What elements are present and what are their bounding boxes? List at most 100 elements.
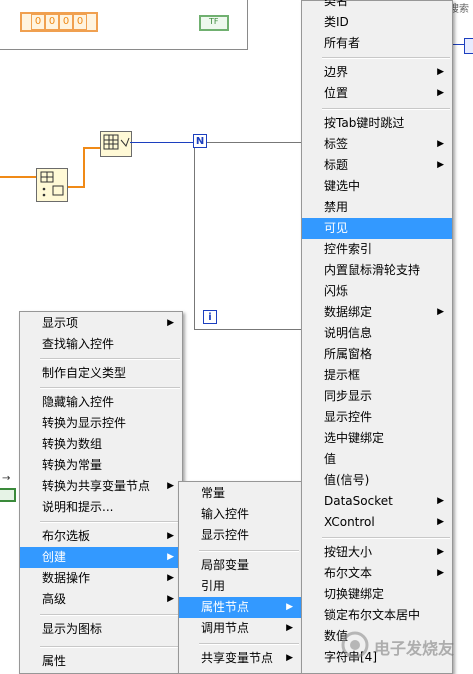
menu-item-创建[interactable]: 创建▶ (20, 547, 182, 568)
menu-separator (322, 57, 450, 59)
menu-item-label: 标签 (324, 137, 349, 151)
menu-item-同步显示[interactable]: 同步显示 (302, 386, 452, 407)
menu-item-label: 引用 (201, 579, 226, 593)
submenu-arrow-icon: ▶ (286, 653, 293, 663)
menu-item-label: XControl (324, 515, 375, 529)
wire-orange-v (83, 147, 85, 188)
menu-item-按钮大小[interactable]: 按钮大小▶ (302, 542, 452, 563)
menu-item-查找输入控件[interactable]: 查找输入控件 (20, 334, 182, 355)
menu-item-隐藏输入控件[interactable]: 隐藏输入控件 (20, 392, 182, 413)
menu-item-布尔文本[interactable]: 布尔文本▶ (302, 563, 452, 584)
menu-item-label: 提示框 (324, 368, 361, 382)
menu-item-所属窗格[interactable]: 所属窗格 (302, 344, 452, 365)
wire-right (451, 44, 467, 45)
loop-count-terminal: N (193, 134, 207, 148)
menu-item-类id[interactable]: 类ID (302, 12, 452, 33)
menu-item-转换为显示控件[interactable]: 转换为显示控件 (20, 413, 182, 434)
menu-item-转换为常量[interactable]: 转换为常量 (20, 455, 182, 476)
menu-item-按tab键时跳过[interactable]: 按Tab键时跳过 (302, 113, 452, 134)
digit-2: 0 (59, 14, 73, 30)
menu-item-label: 显示项 (42, 316, 79, 330)
menu-item-键选中[interactable]: 键选中 (302, 176, 452, 197)
menu-item-label: 标题 (324, 158, 349, 172)
menu-item-控件索引[interactable]: 控件索引 (302, 239, 452, 260)
menu-item-label: 显示控件 (324, 410, 373, 424)
menu-item-所有者[interactable]: 所有者 (302, 33, 452, 54)
menu-item-label: DataSocket (324, 494, 393, 508)
menu-item-label: 局部变量 (201, 558, 250, 572)
boolean-terminal-partial (0, 488, 16, 502)
menu-item-label: 位置 (324, 86, 349, 100)
tf-label: TF (209, 17, 219, 26)
menu-item-属性节点[interactable]: 属性节点▶ (179, 597, 301, 618)
menu-item-label: 转换为数组 (42, 437, 103, 451)
menu-separator (40, 358, 180, 360)
menu-item-边界[interactable]: 边界▶ (302, 62, 452, 83)
menu-item-转换为数组[interactable]: 转换为数组 (20, 434, 182, 455)
menu-item-提示框[interactable]: 提示框 (302, 365, 452, 386)
menu-item-内置鼠标滑轮支持[interactable]: 内置鼠标滑轮支持 (302, 260, 452, 281)
menu-item-显示控件[interactable]: 显示控件 (302, 407, 452, 428)
menu-item-引用[interactable]: 引用 (179, 576, 301, 597)
menu-item-label: 说明信息 (324, 326, 373, 340)
wire-orange-h1 (0, 176, 36, 178)
submenu-arrow-icon: ▶ (437, 160, 444, 170)
menu-item-显示控件[interactable]: 显示控件 (179, 525, 301, 546)
menu-item-说明信息[interactable]: 说明信息 (302, 323, 452, 344)
wire-orange-h3 (83, 147, 101, 149)
menu-item-转换为共享变量节点[interactable]: 转换为共享变量节点▶ (20, 476, 182, 497)
menu-item-布尔选板[interactable]: 布尔选板 ▶ (20, 526, 182, 547)
top-frame (0, 0, 248, 50)
menu-item-属性[interactable]: 属性 (20, 651, 182, 672)
array-function-icon-2 (100, 131, 132, 157)
menu-item-label: 按钮大小 (324, 545, 373, 559)
menu-item-共享变量节点[interactable]: 共享变量节点▶ (179, 648, 301, 669)
context-menu: 显示项▶查找输入控件制作自定义类型隐藏输入控件转换为显示控件转换为数组转换为常量… (19, 311, 183, 674)
menu-item-切换键绑定[interactable]: 切换键绑定 (302, 584, 452, 605)
create-submenu: 常量输入控件显示控件局部变量引用属性节点▶调用节点▶共享变量节点▶ (178, 481, 302, 674)
menu-item-标签[interactable]: 标签▶ (302, 134, 452, 155)
menu-separator (40, 521, 180, 523)
menu-item-禁用[interactable]: 禁用 (302, 197, 452, 218)
menu-item-数值[interactable]: 数值 (302, 626, 452, 647)
menu-item-输入控件[interactable]: 输入控件 (179, 504, 301, 525)
menu-item-label: 键选中 (324, 179, 361, 193)
menu-separator (199, 643, 299, 645)
submenu-arrow-icon: ▶ (167, 531, 174, 541)
menu-item-label: 调用节点 (201, 621, 250, 635)
menu-item-可见[interactable]: 可见 (302, 218, 452, 239)
menu-item-位置[interactable]: 位置▶ (302, 83, 452, 104)
menu-item-label: 布尔选板 (42, 529, 91, 543)
array-function-icon-1 (36, 168, 68, 202)
menu-separator (40, 387, 180, 389)
menu-item-值[interactable]: 值 (302, 449, 452, 470)
menu-item-label: 数据绑定 (324, 305, 373, 319)
menu-item-选中键绑定[interactable]: 选中键绑定 (302, 428, 452, 449)
digit-0: 0 (31, 14, 45, 30)
menu-item-显示项[interactable]: 显示项▶ (20, 313, 182, 334)
menu-separator (199, 550, 299, 552)
menu-item-label: 数值 (324, 629, 349, 643)
menu-item-高级[interactable]: 高级▶ (20, 589, 182, 610)
wire-orange-h2 (66, 186, 84, 188)
menu-item-标题[interactable]: 标题 ▶ (302, 155, 452, 176)
menu-item-常量[interactable]: 常量 (179, 483, 301, 504)
menu-item-调用节点[interactable]: 调用节点▶ (179, 618, 301, 639)
search-label-partial: 搜索 (449, 4, 469, 15)
menu-item-xcontrol[interactable]: XControl▶ (302, 512, 452, 533)
menu-item-局部变量[interactable]: 局部变量 (179, 555, 301, 576)
menu-item-数据操作[interactable]: 数据操作▶ (20, 568, 182, 589)
menu-item-锁定布尔文本居中[interactable]: 锁定布尔文本居中 (302, 605, 452, 626)
menu-item-值-信号-[interactable]: 值(信号) (302, 470, 452, 491)
menu-item-datasocket[interactable]: DataSocket▶ (302, 491, 452, 512)
menu-item-数据绑定[interactable]: 数据绑定▶ (302, 302, 452, 323)
menu-item-闪烁[interactable]: 闪烁 (302, 281, 452, 302)
menu-item-label: 显示控件 (201, 528, 250, 542)
watermark-logo: 电子发烧友 (338, 626, 473, 666)
menu-item-类名[interactable]: 类名 (302, 0, 452, 12)
menu-item-label: 选中键绑定 (324, 431, 385, 445)
menu-item-显示为图标[interactable]: 显示为图标 (20, 619, 182, 640)
menu-item-说明和提示-[interactable]: 说明和提示... (20, 497, 182, 518)
menu-item-制作自定义类型[interactable]: 制作自定义类型 (20, 363, 182, 384)
